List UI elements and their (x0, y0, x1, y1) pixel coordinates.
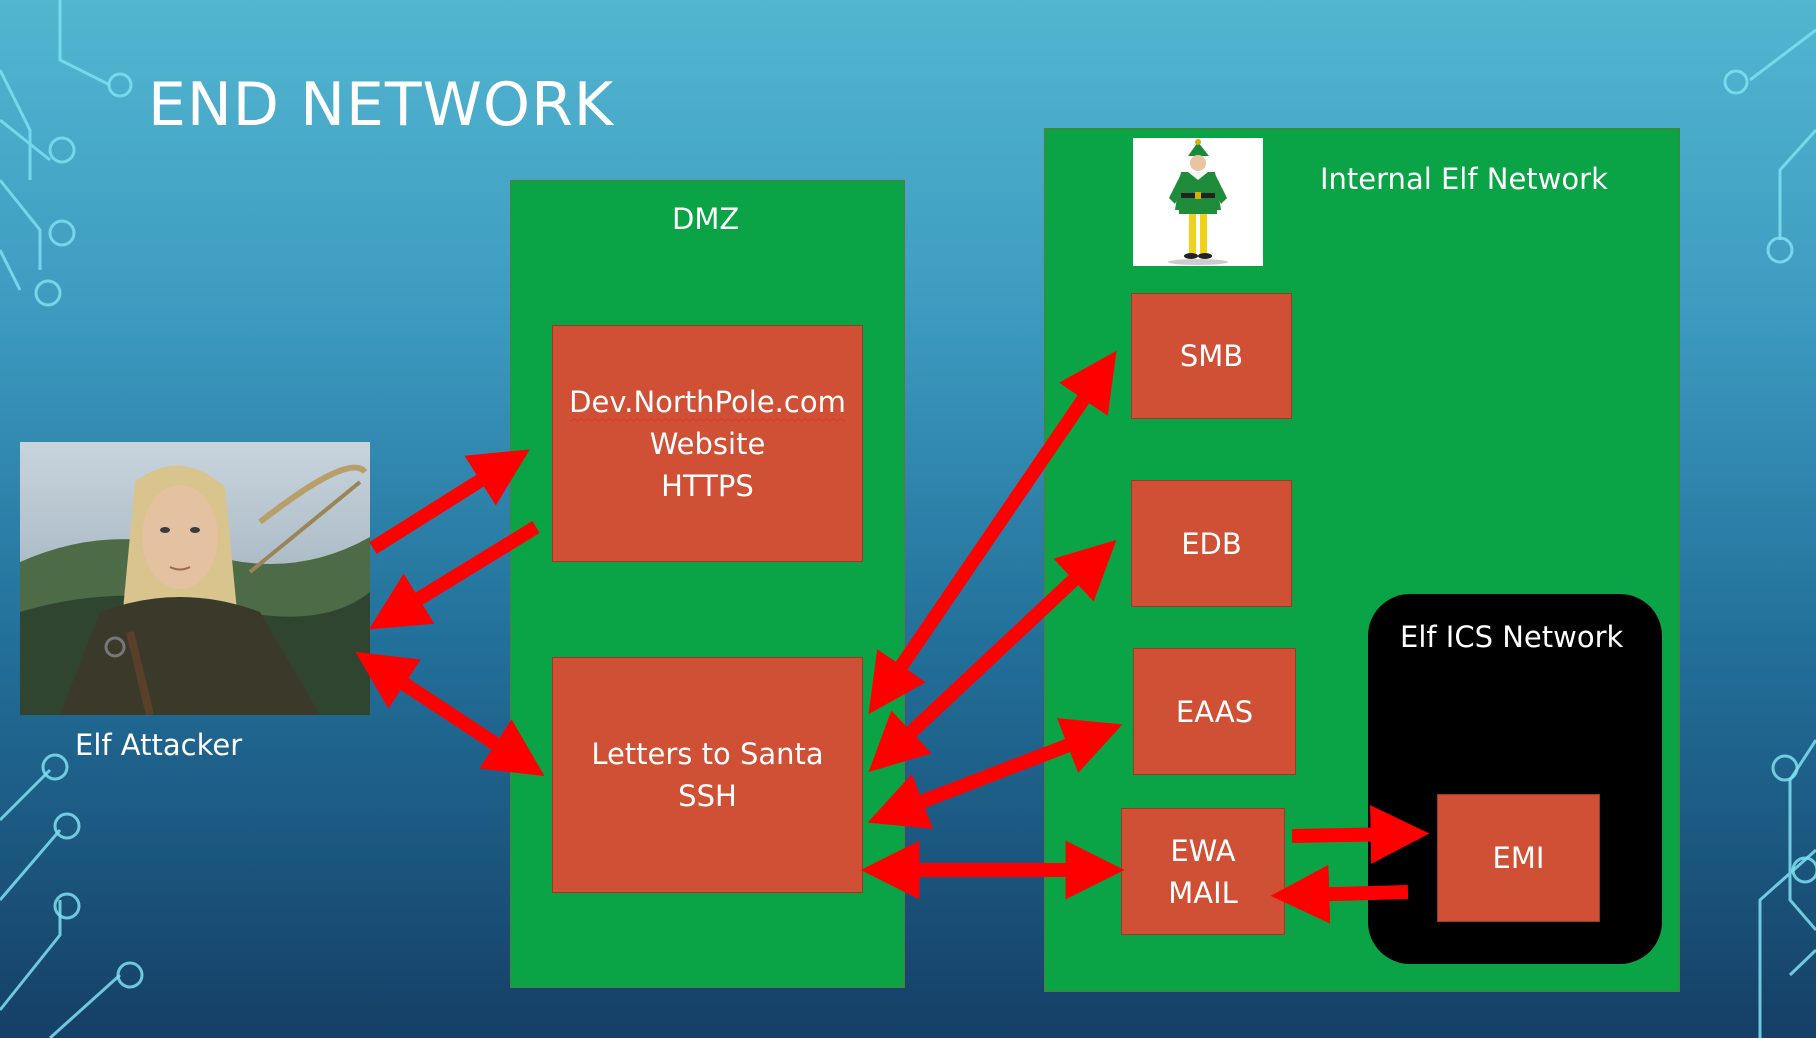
arrow-attacker-to-website (369, 449, 530, 554)
emi-node: EMI (1437, 794, 1600, 922)
arrow-letters-eaas (867, 718, 1123, 829)
letters-node-name: Letters to Santa (591, 737, 824, 771)
elf-attacker-photo (20, 442, 370, 715)
arrow-ewa-to-emi (1291, 805, 1430, 864)
web-node-protocol: HTTPS (661, 468, 754, 503)
dev-northpole-website-node: Dev.NorthPole.com Website HTTPS (552, 325, 863, 562)
letters-node-protocol: SSH (678, 779, 737, 813)
ewa-node-name: EWA (1170, 833, 1236, 868)
eaas-node: EAAS (1133, 648, 1296, 775)
arrow-emi-to-ewa (1270, 864, 1409, 924)
web-node-type: Website (649, 426, 766, 461)
internal-network-label: Internal Elf Network (1320, 162, 1608, 196)
arrow-website-to-attacker (368, 521, 540, 630)
ewa-mail-node: EWA MAIL (1121, 808, 1285, 935)
edb-node: EDB (1131, 480, 1292, 607)
elf-attacker-caption: Elf Attacker (75, 728, 243, 762)
dmz-label: DMZ (672, 202, 740, 236)
arrow-attacker-letters (355, 651, 545, 777)
elf-mascot-image (1133, 138, 1263, 266)
ics-network-label: Elf ICS Network (1400, 620, 1624, 654)
smb-node: SMB (1131, 293, 1292, 419)
web-node-hostname: Dev.NorthPole.com (569, 384, 846, 419)
arrow-letters-smb (868, 350, 1117, 715)
letters-to-santa-node: Letters to Santa SSH (552, 657, 863, 893)
slide-title: END NETWORK (148, 70, 615, 140)
ewa-node-type: MAIL (1168, 875, 1238, 910)
arrow-letters-edb (868, 539, 1117, 773)
